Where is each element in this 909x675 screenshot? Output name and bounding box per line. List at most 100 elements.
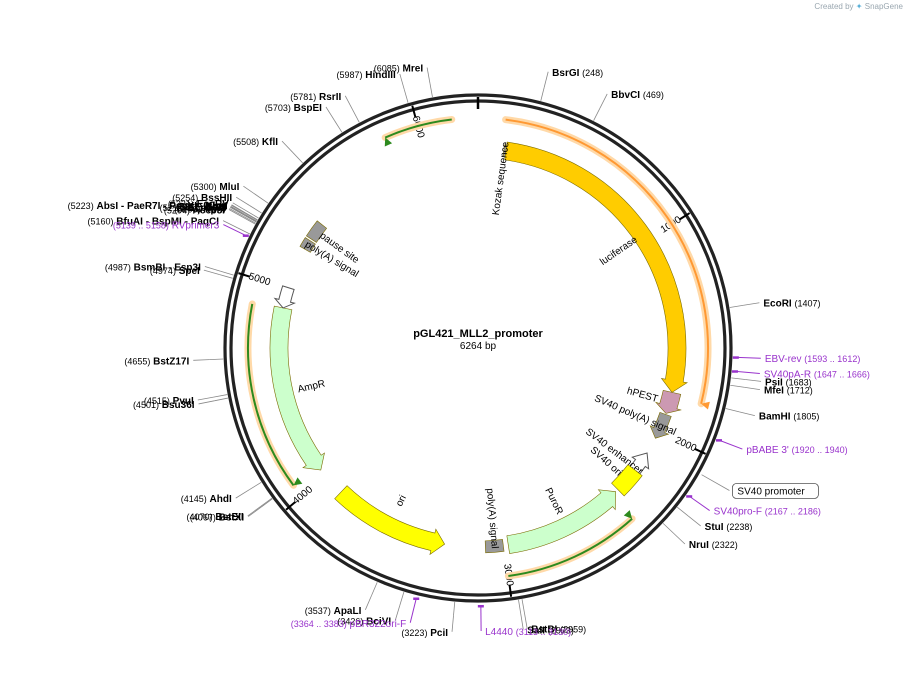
site-label: (3223) PciI xyxy=(401,628,448,639)
site-leader xyxy=(325,106,335,121)
site-label: (4987) BsmBI - Esp3I xyxy=(105,263,201,274)
feature-label-luciferase: luciferase xyxy=(598,234,640,268)
site-position: (1407) xyxy=(795,299,821,309)
site-name: Eco53kI xyxy=(188,203,226,214)
site-label: SalI (2973) xyxy=(527,625,574,636)
site-tick xyxy=(729,304,744,308)
site-label: (3426) BciVI xyxy=(337,617,391,628)
primer-range: (1920 .. 1940) xyxy=(792,445,848,455)
site-tick xyxy=(662,523,674,534)
site-name: KpnI xyxy=(203,204,225,215)
site-label: (5254) BssHII xyxy=(172,193,232,204)
site-position: (469) xyxy=(643,90,664,100)
orf-puror-head xyxy=(623,510,633,519)
site-position: (248) xyxy=(582,68,603,78)
site-position: (6085) xyxy=(374,64,400,74)
boxed-label-leader xyxy=(701,474,730,491)
site-leader xyxy=(394,605,401,621)
site-name: AbsI - PaeR7I - PspXI - XhoI xyxy=(96,201,227,212)
site-tick xyxy=(249,205,262,214)
site-label: (4067) BstXI xyxy=(190,513,245,524)
primer-leader xyxy=(689,496,710,511)
site-name: BmtI xyxy=(205,201,227,212)
site-tick xyxy=(243,214,257,223)
site-label: (5781) RsrII xyxy=(290,92,341,103)
site-leader xyxy=(687,515,701,527)
feature-sv40-polya xyxy=(649,411,672,439)
site-position: (5221) xyxy=(176,201,202,211)
site-label: (5231) EcoRV xyxy=(168,199,229,210)
site-label: BstBI (2959) xyxy=(531,625,586,636)
site-leader xyxy=(247,506,262,517)
site-leader xyxy=(543,71,549,88)
site-leader xyxy=(399,73,405,90)
site-position: (4655) xyxy=(124,356,150,366)
primer-label: (5139 .. 5158) RVprimer3 xyxy=(113,221,220,232)
site-name: NruI xyxy=(689,540,709,551)
feature-hPEST xyxy=(654,389,682,414)
site-position: (4070) xyxy=(187,512,213,522)
site-tick xyxy=(725,408,740,413)
feature-ori xyxy=(334,485,446,556)
site-leader xyxy=(232,202,247,212)
site-label: (4145) AhdI xyxy=(181,494,232,505)
site-label: NruI (2322) xyxy=(689,540,738,551)
site-position: (2238) xyxy=(726,522,752,532)
site-label: StuI (2238) xyxy=(705,522,753,533)
primer-range: (1593 .. 1612) xyxy=(804,354,860,364)
site-position: (4145) xyxy=(181,494,207,504)
primer-range: (2167 .. 2186) xyxy=(765,507,821,517)
site-leader xyxy=(243,185,257,196)
site-leader xyxy=(451,615,454,632)
site-position: (4515) xyxy=(144,396,170,406)
site-tick xyxy=(399,591,405,606)
site-name: BfuAI - BspMI - PaqCI xyxy=(116,217,219,228)
site-leader xyxy=(599,93,608,109)
site-name: BstXI xyxy=(219,513,245,524)
orf-arrows xyxy=(244,116,712,580)
site-position: (5160) xyxy=(87,217,113,227)
site-label: (5160) BfuAI - BspMI - PaqCI xyxy=(87,217,219,228)
site-tick xyxy=(209,358,224,360)
site-tick xyxy=(593,108,601,121)
feature-label-ampr: AmpR xyxy=(297,378,327,395)
site-label: (5208) KpnI xyxy=(174,204,225,215)
site-position: (2973) xyxy=(548,625,574,635)
feature-ampr xyxy=(269,305,325,471)
site-leader xyxy=(247,506,261,517)
site-label: PsiI (1683) xyxy=(765,377,812,388)
site-tick xyxy=(219,274,233,279)
site-position: (5508) xyxy=(233,137,259,147)
primer-name: EBV-rev xyxy=(765,354,802,365)
site-label: BsrGI (248) xyxy=(552,68,603,79)
site-tick xyxy=(244,212,258,221)
site-name: BstEII xyxy=(215,512,244,523)
orf-upper xyxy=(384,118,452,139)
site-position: (5208) xyxy=(174,204,200,214)
site-tick xyxy=(334,120,343,133)
site-label: (4974) SpeI xyxy=(150,266,200,277)
site-name: BstZ17I xyxy=(153,356,189,367)
site-name: PciI xyxy=(430,628,448,639)
site-name: Acc65I xyxy=(193,205,225,216)
site-label: (5508) KflI xyxy=(233,137,278,148)
site-name: EcoRV xyxy=(197,199,229,210)
site-name: HindIII xyxy=(365,70,396,81)
site-tick xyxy=(244,214,257,222)
site-name: BamHI xyxy=(759,412,791,423)
site-tick xyxy=(260,498,273,508)
tick-mark xyxy=(285,501,296,511)
site-leader xyxy=(197,396,214,401)
site-name: KflI xyxy=(262,137,278,148)
boxed-label-frame xyxy=(732,483,819,499)
tick-mark xyxy=(238,272,251,278)
site-label: (4655) BstZ17I xyxy=(124,356,189,367)
site-leader xyxy=(739,411,755,417)
site-label: (5987) HindIII xyxy=(336,70,396,81)
site-leader xyxy=(281,140,294,153)
primer-leader xyxy=(409,599,417,623)
site-position: (5781) xyxy=(290,92,316,102)
site-name: NheI xyxy=(205,202,227,213)
feature-label-ori: ori xyxy=(394,494,409,509)
site-position: (5300) xyxy=(191,182,217,192)
